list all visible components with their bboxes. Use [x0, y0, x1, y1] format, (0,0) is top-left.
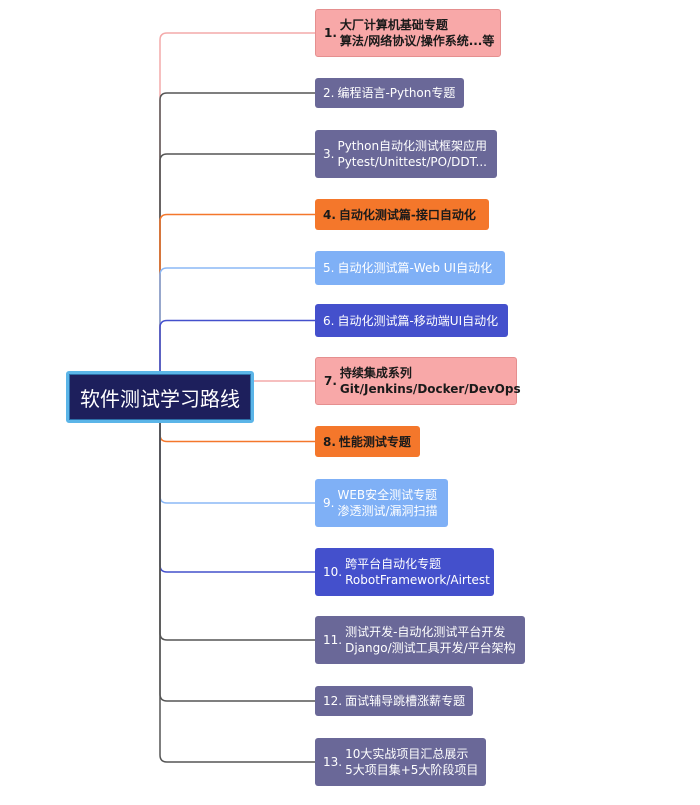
connector-5	[159, 267, 315, 371]
branch-node-12[interactable]: 12.面试辅导跳槽涨薪专题	[315, 686, 473, 716]
branch-line: 算法/网络协议/操作系统...等	[339, 34, 495, 48]
branch-node-8[interactable]: 8.性能测试专题	[315, 426, 420, 457]
connector-2	[159, 92, 315, 371]
branch-number: 8.	[323, 434, 336, 449]
root-node[interactable]: 软件测试学习路线	[66, 371, 254, 423]
connector-8	[159, 423, 315, 443]
branch-text: 测试开发-自动化测试平台开发 Django/测试工具开发/平台架构	[345, 624, 516, 656]
branch-text: 10大实战项目汇总展示 5大项目集+5大阶段项目	[345, 746, 478, 778]
branch-text: 持续集成系列 Git/Jenkins/Docker/DevOps	[340, 365, 521, 397]
branch-line: 自动化测试篇-移动端UI自动化	[337, 313, 499, 328]
branch-number: 7.	[324, 374, 337, 388]
branch-line: 跨平台自动化专题	[345, 557, 442, 571]
branch-text: Python自动化测试框架应用 Pytest/Unittest/PO/DDT...	[337, 138, 487, 170]
branch-number: 11.	[323, 633, 343, 647]
branch-text: 自动化测试篇-接口自动化	[339, 207, 476, 223]
branch-node-13[interactable]: 13.10大实战项目汇总展示 5大项目集+5大阶段项目	[315, 738, 486, 786]
connector-6	[159, 319, 315, 371]
branch-text: 自动化测试篇-Web UI自动化	[337, 260, 492, 276]
branch-node-7[interactable]: 7.持续集成系列 Git/Jenkins/Docker/DevOps	[315, 357, 521, 405]
branch-number: 4.	[323, 207, 336, 222]
branch-number: 10.	[323, 565, 343, 579]
connector-11	[159, 423, 315, 641]
branch-number: 1.	[324, 26, 337, 40]
branch-text: WEB安全测试专题渗透测试/漏洞扫描	[337, 487, 437, 519]
branch-number: 6.	[323, 313, 335, 328]
connector-12	[159, 423, 315, 702]
branch-line: 持续集成系列	[339, 366, 412, 380]
branch-line: 大厂计算机基础专题	[339, 18, 448, 32]
branch-line: 自动化测试篇-Web UI自动化	[337, 261, 493, 275]
branch-text: 编程语言-Python专题	[337, 85, 455, 101]
connector-13	[159, 423, 315, 763]
branch-line: 测试开发-自动化测试平台开发	[345, 625, 506, 639]
branch-node-2[interactable]: 2.编程语言-Python专题	[315, 78, 464, 108]
branch-line: 性能测试专题	[338, 434, 411, 449]
branch-text: 面试辅导跳槽涨薪专题	[345, 693, 465, 709]
branch-node-9[interactable]: 9.WEB安全测试专题渗透测试/漏洞扫描	[315, 479, 448, 527]
branch-number: 5.	[323, 261, 335, 275]
branch-node-3[interactable]: 3.Python自动化测试框架应用 Pytest/Unittest/PO/DDT.…	[315, 130, 497, 178]
branch-node-5[interactable]: 5.自动化测试篇-Web UI自动化	[315, 251, 505, 285]
branch-line: Django/测试工具开发/平台架构	[345, 641, 516, 655]
branch-number: 2.	[323, 86, 335, 100]
branch-text: 性能测试专题	[339, 434, 411, 450]
branch-text: 跨平台自动化专题 RobotFramework/Airtest	[345, 556, 490, 588]
branch-number: 12.	[323, 694, 343, 708]
connector-10	[159, 423, 315, 573]
branch-node-11[interactable]: 11.测试开发-自动化测试平台开发 Django/测试工具开发/平台架构	[315, 616, 525, 664]
branch-text: 自动化测试篇-移动端UI自动化	[337, 313, 498, 329]
branch-number: 13.	[323, 755, 343, 769]
branch-text: 大厂计算机基础专题算法/网络协议/操作系统...等	[340, 17, 494, 49]
branch-number: 3.	[323, 147, 335, 161]
branch-line: RobotFramework/Airtest	[345, 573, 490, 587]
branch-node-1[interactable]: 1.大厂计算机基础专题算法/网络协议/操作系统...等	[315, 9, 501, 57]
connector-3	[159, 153, 315, 371]
connector-9	[159, 423, 315, 504]
connector-1	[159, 32, 315, 371]
branch-node-4[interactable]: 4.自动化测试篇-接口自动化	[315, 199, 489, 230]
branch-line: 自动化测试篇-接口自动化	[338, 207, 476, 222]
branch-line: Git/Jenkins/Docker/DevOps	[339, 382, 521, 396]
root-title: 软件测试学习路线	[80, 386, 240, 411]
branch-line: 渗透测试/漏洞扫描	[337, 504, 438, 518]
branch-line: 10大实战项目汇总展示	[345, 747, 469, 761]
connector-4	[159, 213, 315, 371]
branch-line: WEB安全测试专题	[337, 488, 438, 502]
branch-line: Python自动化测试框架应用	[337, 139, 488, 153]
branch-line: 5大项目集+5大阶段项目	[345, 763, 479, 777]
branch-node-6[interactable]: 6.自动化测试篇-移动端UI自动化	[315, 304, 508, 337]
branch-node-10[interactable]: 10.跨平台自动化专题 RobotFramework/Airtest	[315, 548, 494, 596]
branch-line: 面试辅导跳槽涨薪专题	[345, 694, 466, 708]
branch-number: 9.	[323, 496, 335, 510]
branch-line: Pytest/Unittest/PO/DDT...	[337, 155, 487, 169]
branch-line: 编程语言-Python专题	[337, 86, 456, 100]
